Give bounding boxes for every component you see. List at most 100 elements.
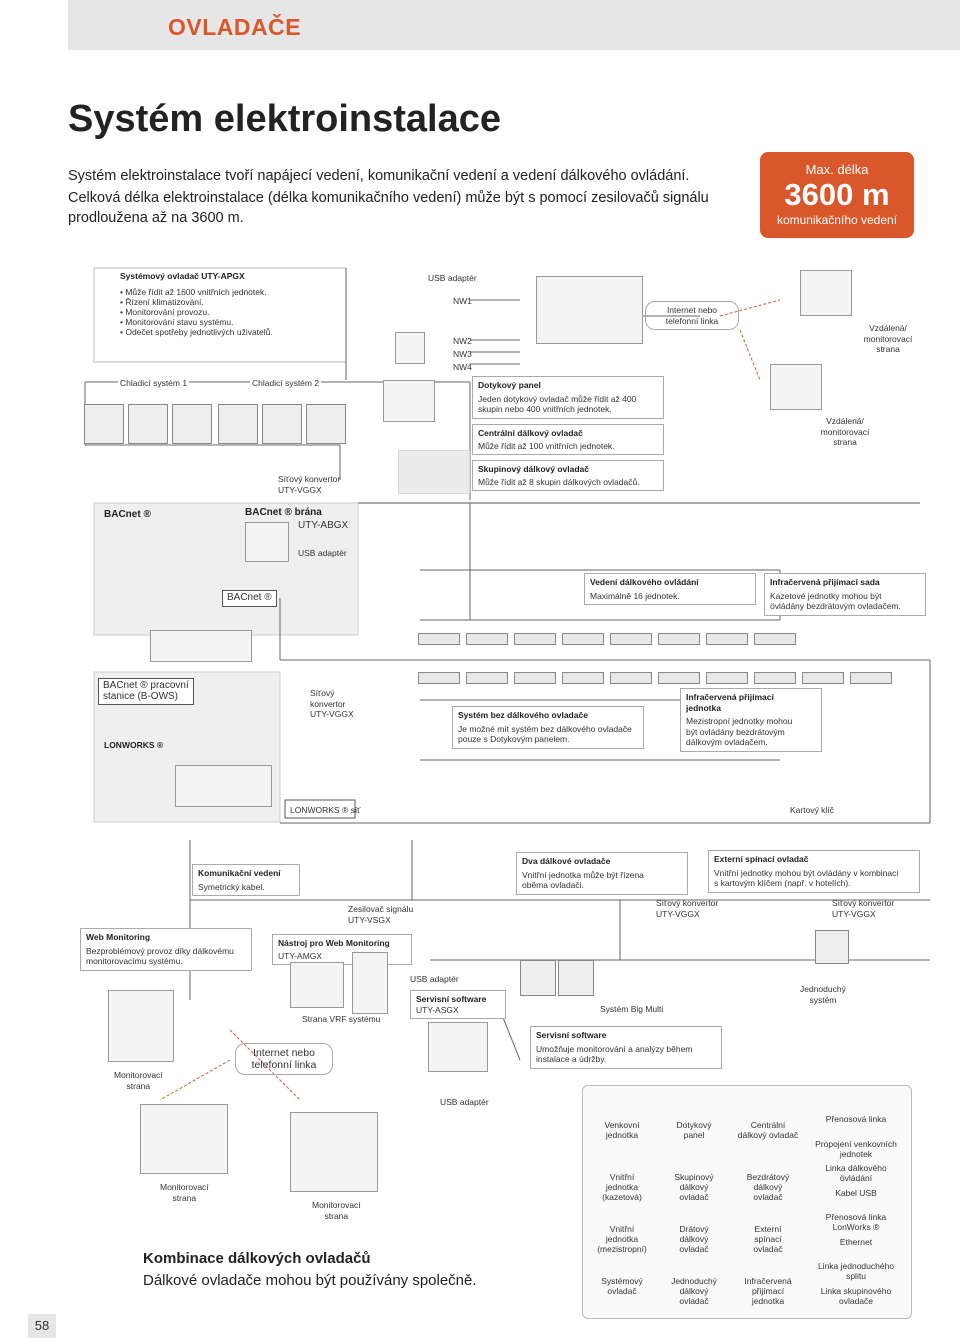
indoor-cassette-icon (658, 633, 700, 645)
outdoor-unit-icon (128, 404, 168, 444)
service-desc: Umožňuje monitorování a analýzy během in… (536, 1043, 693, 1065)
network-converter-label: Síťový konvertor UTY-VGGX (310, 688, 354, 719)
remote-line-callout: Vedení dálkového ovládání Maximálně 16 j… (584, 573, 756, 605)
section-title: OVLADAČE (168, 14, 302, 40)
legend-item: Systémový ovladač (601, 1276, 643, 1296)
abgx-label: UTY-ABGX (298, 520, 349, 531)
touch-panel-title: Dotykový panel (478, 380, 541, 390)
ir-receiver-desc: Mezistropní jednotky mohou být ovládány … (686, 716, 793, 747)
no-remote-desc: Je možné mít systém bez dálkového ovlada… (458, 723, 632, 745)
no-remote-title: Systém bez dálkového ovladače (458, 710, 588, 720)
indoor-cassette-icon (802, 672, 844, 684)
single-system-label: Jednoduchý systém (800, 984, 846, 1005)
network-converter-label: Síťový konvertor UTY-VGGX (832, 898, 895, 919)
max-length-badge: Max. délka 3600 m komunikačního vedení (760, 152, 914, 238)
remote-line-desc: Maximálně 16 jednotek. (590, 590, 680, 601)
big-multi-label: Systém Big Multi (600, 1004, 664, 1014)
central-desc: Může řídit až 100 vnitřních jednotek. (478, 440, 615, 451)
gateway-pc-icon (245, 522, 289, 562)
service-software-label: Servisní software UTY-ASGX (410, 990, 506, 1019)
combo-title: Kombinace dálkových ovladačů (143, 1250, 371, 1267)
legend-item: Kabel USB (835, 1187, 877, 1198)
indoor-cassette-icon (514, 633, 556, 645)
nw4-label: NW4 (453, 362, 472, 372)
group-title: Skupinový dálkový ovladač (478, 464, 590, 474)
max-length-sub: komunikačního vedení (776, 213, 898, 227)
no-remote-callout: Systém bez dálkového ovladače Je možné m… (452, 706, 644, 749)
external-switch-title: Externí spínací ovladač (714, 854, 809, 864)
legend-item: Bezdrátový dálkový ovladač (746, 1172, 790, 1202)
two-remotes-callout: Dva dálkové ovladače Vnitřní jednotka mů… (516, 852, 688, 895)
outdoor-unit-icon (84, 404, 124, 444)
monitoring-pc-icon (290, 1112, 378, 1192)
legend-item: Skupinový dálkový ovladač (674, 1172, 714, 1202)
apgx-item: • Odečet spotřeby jednotlivých uživatelů… (120, 327, 273, 337)
apgx-item: • Řízení klimatizování. (120, 297, 204, 307)
group-controller-callout: Skupinový dálkový ovladač Může řídit až … (472, 460, 664, 491)
monitor-pc-icon (770, 364, 822, 410)
cooling-system-1-label: Chladicí systém 1 (118, 378, 190, 389)
comm-line-desc: Symetrický kabel. (198, 881, 265, 892)
legend-item: Ethernet (839, 1236, 873, 1247)
remote-side-label: Vzdálená/ monitorovací strana (863, 323, 913, 354)
two-remotes-title: Dva dálkové ovladače (522, 856, 611, 866)
service-software-title: Servisní software (416, 994, 487, 1004)
indoor-cassette-icon (754, 633, 796, 645)
nw2-label: NW2 (453, 336, 472, 346)
vrf-side-label: Strana VRF systému (302, 1014, 381, 1024)
ir-receiver-title: Infračervená přijímací jednotka (686, 692, 774, 713)
ir-set-desc: Kazetové jednotky mohou být övládány bez… (770, 590, 901, 612)
indoor-cassette-icon (706, 633, 748, 645)
legend-item: Vnitřní jednotka (kazetová) (602, 1172, 642, 1202)
intro-line-3: prodloužena až na 3600 m. (68, 210, 244, 226)
network-converter-label: Síťový konvertor (278, 474, 341, 484)
max-length-value: 3600 m (784, 177, 890, 212)
usb-label: USB adaptér (440, 1097, 489, 1107)
apgx-item: • Monitorování provozu. (120, 307, 210, 317)
apgx-item: • Monitorování stavu systému. (120, 317, 234, 327)
signal-amplifier-label: Zesilovač signálu UTY-VSGX (348, 904, 414, 925)
usb-label: USB adaptér (410, 974, 459, 984)
ir-set-title: Infračervená přijímací sada (770, 577, 880, 587)
legend-item: Jednoduchý dálkový ovladač (671, 1276, 717, 1306)
usb-label: USB adaptér (298, 548, 347, 558)
web-monitoring-title: Web Monitoring (86, 932, 151, 942)
outdoor-unit-icon (218, 404, 258, 444)
header-bar (68, 0, 960, 50)
network-converter-label: Síťový konvertor UTY-VGGX (656, 898, 719, 919)
max-length-label: Max. délka (805, 162, 869, 177)
web-tool-title: Nástroj pro Web Monitoring (278, 938, 390, 948)
card-key-label: Kartový klíč (790, 805, 834, 815)
legend-item: Vnitřní jednotka (mezistropní) (597, 1224, 647, 1254)
lonworks-label: LONWORKS ® (104, 740, 164, 750)
outdoor-unit-icon (558, 960, 594, 996)
workstation-icon (150, 630, 252, 662)
two-remotes-desc: Vnitřní jednotka může být řízena oběma o… (522, 869, 644, 891)
external-switch-callout: Externí spínací ovladač Vnitřní jednotky… (708, 850, 920, 893)
usb-label: USB adaptér (428, 273, 477, 283)
web-server-monitor-icon (290, 962, 344, 1008)
indoor-cassette-icon (514, 672, 556, 684)
legend-item: Linka skupinového ovladače (820, 1285, 892, 1306)
outdoor-unit-icon (262, 404, 302, 444)
touch-panel-callout: Dotykový panel Jeden dotykový ovladač mů… (472, 376, 664, 419)
service-title: Servisní software (536, 1030, 607, 1040)
legend-item: Přenosová linka (825, 1114, 887, 1124)
group-desc: Může řídit až 8 skupin dálkových ovladač… (478, 476, 640, 487)
comm-line-callout: Komunikační vedení Symetrický kabel. (192, 864, 300, 896)
outdoor-unit-icon (172, 404, 212, 444)
system-controller-unit-icon (383, 380, 435, 422)
page-number: 58 (28, 1314, 56, 1338)
legend-item: Centrální dálkový ovladač (737, 1120, 799, 1140)
network-converter-model: UTY-VGGX (278, 485, 322, 495)
monitor-pc-icon (800, 270, 852, 316)
legend-item: Infračervená přijímací jednotka (744, 1276, 792, 1306)
web-tool-desc: UTY-AMGX (278, 950, 323, 961)
web-tool-callout: Nástroj pro Web Monitoring UTY-AMGX (272, 934, 412, 965)
web-server-tower-icon (352, 952, 388, 1014)
bacnet-gateway-label: BACnet ® brána (245, 507, 322, 518)
intro-line-2: Celková délka elektroinstalace (délka ko… (68, 190, 709, 206)
monitoring-side-label: Monitorovací strana (160, 1182, 209, 1203)
indoor-cassette-icon (418, 672, 460, 684)
monitoring-pc-icon (108, 990, 174, 1062)
